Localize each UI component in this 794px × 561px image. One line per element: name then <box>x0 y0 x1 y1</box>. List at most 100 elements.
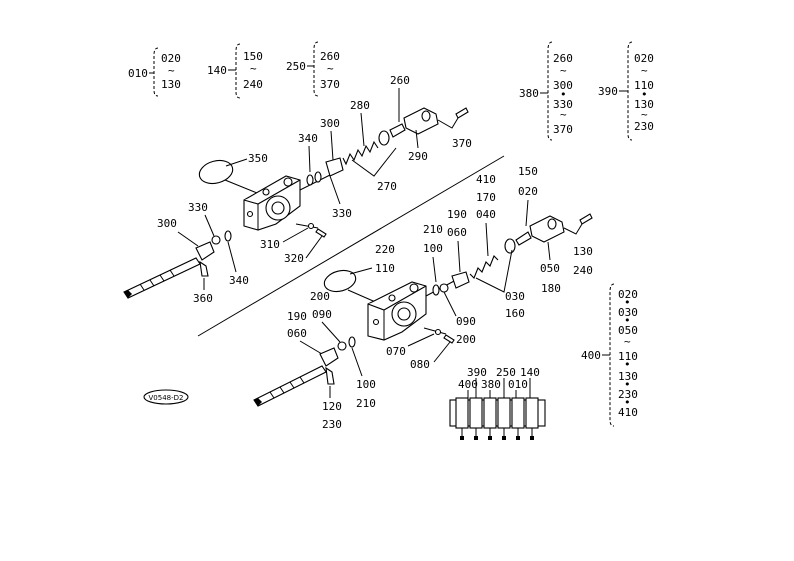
ref-380-d: 370 <box>553 123 573 136</box>
label-270: 270 <box>377 180 397 193</box>
label-360: 360 <box>193 292 213 305</box>
ball-310 <box>307 222 315 230</box>
cap-300 <box>325 157 344 177</box>
valve-body-lower <box>367 281 427 341</box>
cap-290 <box>403 107 439 135</box>
range-tilde: ~ <box>641 108 648 121</box>
label-100: 100 <box>423 242 443 255</box>
ref-010-from: 020 <box>161 52 181 65</box>
ball-070 <box>434 328 442 336</box>
label-290: 290 <box>408 150 428 163</box>
group-140: 140 150 ~ 240 <box>207 43 263 99</box>
group-390: 390 020 ~ 110 • 130 ~ 230 <box>598 41 654 141</box>
label-160: 160 <box>505 307 525 320</box>
label-320: 320 <box>284 252 304 265</box>
spring-seat-260 <box>378 130 390 146</box>
label-130: 130 <box>573 245 593 258</box>
range-tilde: ~ <box>168 64 175 77</box>
spring-320 <box>315 228 327 238</box>
mini-valve-stack <box>449 397 546 440</box>
ref-250-to: 370 <box>320 78 340 91</box>
ref-400-item: 130 <box>618 370 638 383</box>
ref-400-item: 230 <box>618 388 638 401</box>
label-330-left: 330 <box>188 201 208 214</box>
range-tilde: ~ <box>624 335 631 348</box>
list-dot: • <box>624 296 631 309</box>
mini-label-380: 380 <box>481 378 501 391</box>
label-190: 190 <box>447 208 467 221</box>
ref-140-to: 240 <box>243 78 263 91</box>
figure-id: V0548-D2 <box>149 394 184 402</box>
list-dot: • <box>624 314 631 327</box>
spring-seat-020 <box>504 238 516 254</box>
label-070: 070 <box>386 345 406 358</box>
list-dot: • <box>624 396 631 409</box>
seal-330 <box>211 235 221 245</box>
label-120: 120 <box>322 400 342 413</box>
ref-380-b: 300 <box>553 79 573 92</box>
range-tilde: ~ <box>327 62 334 75</box>
label-030: 030 <box>505 290 525 303</box>
range-tilde: ~ <box>641 64 648 77</box>
label-110: 110 <box>375 262 395 275</box>
bolt-120 <box>325 366 335 385</box>
group-010: 010 020 ~ 130 <box>128 47 181 97</box>
range-tilde: ~ <box>250 62 257 75</box>
label-260: 260 <box>390 74 410 87</box>
label-200-right: 200 <box>456 333 476 346</box>
ref-010: 010 <box>128 67 148 80</box>
label-210: 210 <box>423 223 443 236</box>
ref-390: 390 <box>598 85 618 98</box>
ref-400-item: 030 <box>618 306 638 319</box>
group-380: 380 260 ~ 300 • 330 ~ 370 <box>519 41 573 141</box>
mini-label-250: 250 <box>496 366 516 379</box>
seal-210 <box>432 284 440 296</box>
mini-label-010: 010 <box>508 378 528 391</box>
washer-090-left <box>337 341 347 351</box>
group-250: 250 260 ~ 370 <box>286 41 340 97</box>
washer-090 <box>439 283 449 293</box>
ref-010-to: 130 <box>161 78 181 91</box>
label-340-upper: 340 <box>298 132 318 145</box>
label-020: 020 <box>518 185 538 198</box>
screw-370 <box>455 107 469 119</box>
ref-140: 140 <box>207 64 227 77</box>
section-divider <box>197 155 505 337</box>
label-040: 040 <box>476 208 496 221</box>
label-240: 240 <box>573 264 593 277</box>
range-tilde: ~ <box>560 64 567 77</box>
spool-lower <box>253 365 327 407</box>
label-190-left: 190 <box>287 310 307 323</box>
seal-100-left <box>348 336 356 348</box>
valve-body-upper <box>243 175 301 231</box>
group-400: 400 020 • 030 • 050 ~ 110 • 130 • 230 • … <box>581 283 638 427</box>
ref-400-item: 050 <box>618 324 638 337</box>
lower-assembly: 220 110 050 180 130 <box>253 165 593 431</box>
assembly-overview: 390 400 380 250 010 140 <box>449 366 546 440</box>
label-230: 230 <box>322 418 342 431</box>
figure-id-badge: V0548-D2 <box>143 389 189 405</box>
label-060-left: 060 <box>287 327 307 340</box>
label-050: 050 <box>540 262 560 275</box>
spring-280 <box>342 140 379 166</box>
label-080: 080 <box>410 358 430 371</box>
screw-130 <box>579 213 593 225</box>
label-150: 150 <box>518 165 538 178</box>
mini-label-140: 140 <box>520 366 540 379</box>
seal-340-left <box>224 230 232 242</box>
list-dot: • <box>624 378 631 391</box>
label-300-left: 300 <box>157 217 177 230</box>
ref-390-a: 020 <box>634 52 654 65</box>
mini-label-400: 400 <box>458 378 478 391</box>
label-170: 170 <box>476 191 496 204</box>
label-350: 350 <box>248 152 268 165</box>
ref-400-item: 020 <box>618 288 638 301</box>
label-200-left: 200 <box>310 290 330 303</box>
label-300-upper: 300 <box>320 117 340 130</box>
label-060: 060 <box>447 226 467 239</box>
bolt-360 <box>199 260 209 277</box>
label-220: 220 <box>375 243 395 256</box>
mini-label-390: 390 <box>467 366 487 379</box>
seal-340b <box>314 171 322 183</box>
